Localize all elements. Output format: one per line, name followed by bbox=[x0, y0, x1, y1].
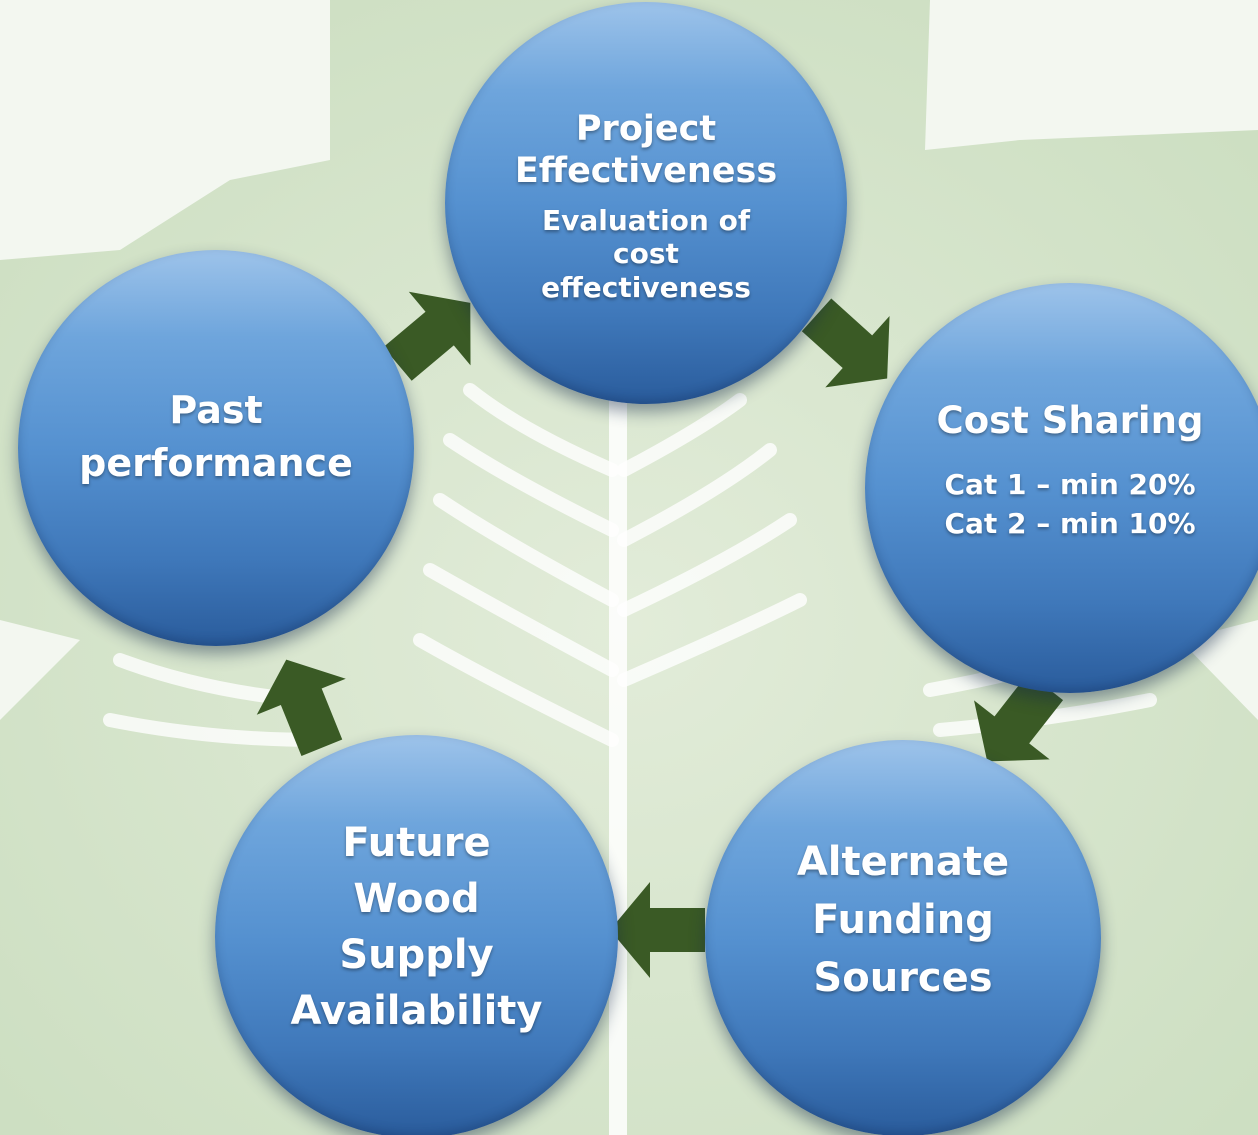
node-title: Cost Sharing bbox=[936, 398, 1204, 442]
node-title: Future Wood Supply Availability bbox=[290, 819, 543, 1034]
block-arrow-icon bbox=[801, 298, 890, 388]
node-title: Past performance bbox=[79, 387, 353, 485]
node-past-performance: Past performance bbox=[18, 250, 414, 646]
node-details: Cat 1 – min 20% Cat 2 – min 10% bbox=[944, 465, 1195, 543]
node-project-effectiveness: Project Effectiveness Evaluation of cost… bbox=[445, 2, 847, 404]
block-arrow-icon bbox=[383, 291, 471, 381]
node-subtitle: Evaluation of cost effectiveness bbox=[541, 203, 751, 304]
node-future-wood-supply: Future Wood Supply Availability bbox=[215, 735, 618, 1135]
block-arrow-icon bbox=[610, 882, 705, 978]
node-alternate-funding-sources: Alternate Funding Sources bbox=[705, 740, 1101, 1135]
node-detail-line: Cat 2 – min 10% bbox=[944, 507, 1196, 541]
node-title: Alternate Funding Sources bbox=[796, 839, 1010, 1001]
node-detail-line: Cat 1 – min 20% bbox=[944, 468, 1196, 501]
block-arrow-icon bbox=[974, 672, 1064, 762]
block-arrow-icon bbox=[256, 659, 346, 756]
node-cost-sharing: Cost Sharing Cat 1 – min 20% Cat 2 – min… bbox=[865, 283, 1258, 693]
node-title: Project Effectiveness bbox=[514, 108, 778, 191]
